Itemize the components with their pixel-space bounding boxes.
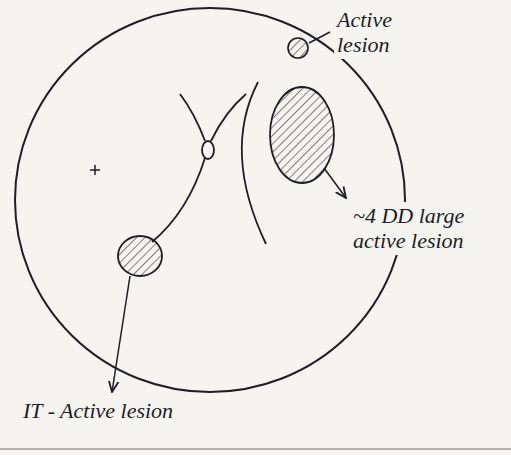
label-holder: IT - Active lesion [20, 397, 176, 424]
small-lesion [288, 38, 308, 58]
leader-arrow [112, 276, 130, 392]
callout-label: IT - Active lesion [20, 397, 176, 424]
label-holder: ~4 DD large active lesion [350, 202, 482, 255]
fovea-mark [90, 165, 100, 175]
page-rule [0, 448, 511, 449]
leader-line [309, 32, 330, 43]
callout-label: ~4 DD large active lesion [350, 202, 482, 255]
retinal-vessels [152, 82, 266, 244]
optic-disc [202, 141, 214, 159]
inferotemporal-lesion [118, 236, 162, 276]
fundus-outline [15, 8, 405, 392]
leader-arrow [324, 168, 346, 198]
callout-label: Active lesion [334, 6, 418, 59]
label-holder: Active lesion [334, 6, 418, 59]
